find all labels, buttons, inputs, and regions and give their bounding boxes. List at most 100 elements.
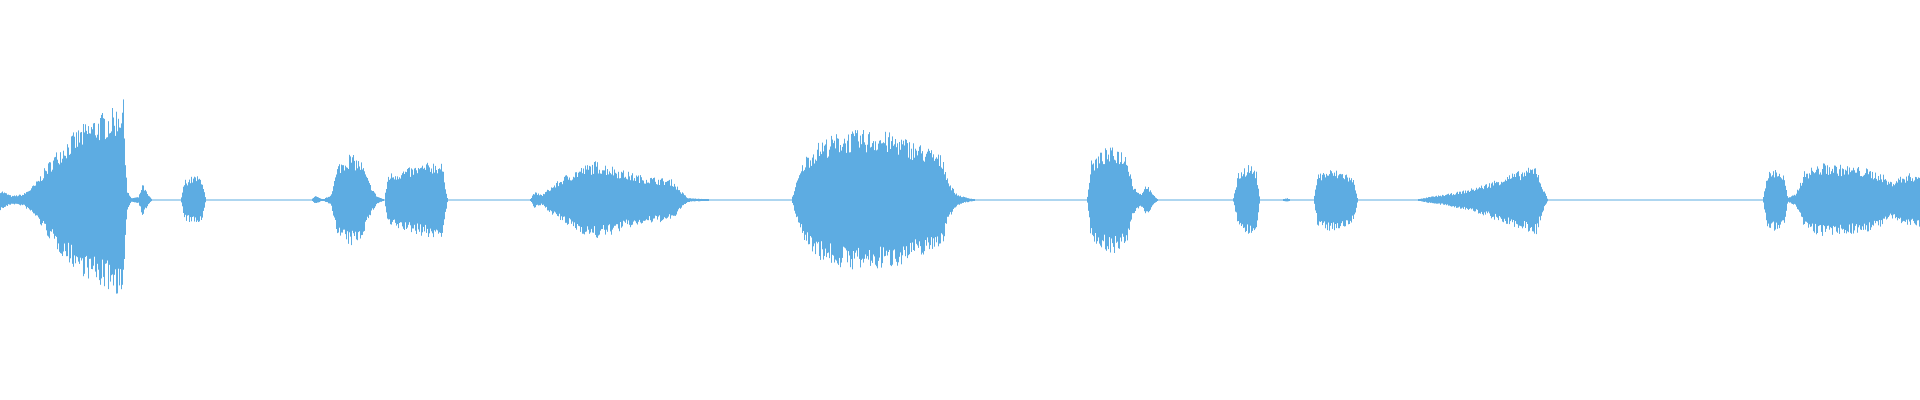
waveform-sample (1770, 173, 1771, 228)
waveform-sample (394, 179, 395, 220)
waveform-sample (1114, 159, 1115, 253)
waveform-sample (798, 178, 799, 223)
waveform-sample (1429, 197, 1430, 203)
waveform-sample (856, 133, 857, 251)
waveform-sample (962, 197, 963, 203)
waveform-sample (1484, 186, 1485, 213)
waveform-sample (829, 149, 830, 259)
waveform-sample (88, 126, 89, 279)
waveform-sample (1512, 173, 1513, 223)
waveform-sample (331, 194, 332, 206)
waveform-sample (83, 124, 84, 277)
waveform-sample (1088, 189, 1089, 211)
waveform-sample (797, 180, 798, 217)
waveform-sample (568, 179, 569, 224)
waveform-sample (606, 175, 607, 230)
waveform-sample (1453, 194, 1454, 207)
waveform-sample (972, 199, 973, 202)
waveform-sample (1906, 176, 1907, 220)
waveform-sample (639, 183, 640, 220)
waveform-sample (125, 165, 126, 235)
waveform-sample (672, 186, 673, 216)
waveform-sample (807, 157, 808, 233)
waveform-sample (638, 175, 639, 222)
waveform-sample (1096, 158, 1097, 244)
waveform-sample (572, 179, 573, 222)
waveform-sample (1235, 189, 1236, 212)
waveform-sample (815, 159, 816, 255)
waveform-sample (1472, 189, 1473, 209)
waveform-sample (4, 192, 5, 207)
waveform-sample (199, 178, 200, 222)
waveform-sample (647, 182, 648, 221)
waveform-sample (1543, 191, 1544, 211)
waveform-sample (600, 173, 601, 231)
waveform-sample (967, 198, 968, 203)
waveform-sample (870, 147, 871, 266)
waveform-sample (1426, 197, 1427, 203)
waveform-sample (31, 188, 32, 210)
waveform-sample (846, 152, 847, 251)
waveform-sample (1127, 165, 1128, 241)
waveform-sample (129, 195, 130, 206)
waveform-sample (1324, 174, 1325, 222)
waveform-sample (1849, 167, 1850, 225)
waveform-sample (1820, 172, 1821, 225)
waveform-sample (564, 176, 565, 217)
waveform-sample (1490, 187, 1491, 216)
waveform-sample (1790, 197, 1791, 203)
waveform-sample (1891, 182, 1892, 216)
waveform-sample (192, 182, 193, 217)
waveform-sample (657, 184, 658, 220)
waveform-sample (643, 180, 644, 221)
waveform-sample (429, 167, 430, 234)
waveform-sample (836, 134, 837, 261)
waveform-sample (194, 176, 195, 222)
waveform-sample (370, 185, 371, 216)
waveform-sample (1765, 188, 1766, 213)
waveform-sample (1858, 167, 1859, 228)
waveform-sample (110, 132, 111, 282)
waveform-sample (1527, 172, 1528, 224)
waveform-sample (594, 162, 595, 227)
waveform-sample (1843, 169, 1844, 229)
waveform-sample (1865, 173, 1866, 230)
waveform-sample (673, 186, 674, 216)
waveform-sample (343, 165, 344, 230)
waveform-sample (1471, 188, 1472, 210)
waveform-sample (543, 193, 544, 205)
waveform-sample (1818, 168, 1819, 227)
waveform-sample (93, 123, 94, 266)
waveform-sample (621, 171, 622, 228)
waveform-sample (1323, 173, 1324, 223)
waveform-sample (420, 168, 421, 225)
waveform-sample (1452, 195, 1453, 207)
waveform-sample (1827, 165, 1828, 226)
waveform-sample (1489, 183, 1490, 214)
waveform-sample (373, 191, 374, 210)
waveform-sample (356, 160, 357, 240)
waveform-sample (808, 157, 809, 245)
waveform-sample (376, 196, 377, 205)
waveform-sample (1462, 191, 1463, 208)
waveform-sample (852, 131, 853, 270)
waveform-sample (1473, 189, 1474, 211)
waveform-sample (1476, 187, 1477, 210)
waveform-sample (882, 143, 883, 264)
waveform-sample (1531, 170, 1532, 227)
waveform-sample (18, 195, 19, 205)
waveform-sample (1521, 174, 1522, 227)
waveform-sample (864, 142, 865, 259)
waveform-sample (48, 163, 49, 237)
waveform-sample (878, 143, 879, 261)
waveform-sample (119, 127, 120, 286)
waveform-sample (1130, 174, 1131, 222)
waveform-sample (1867, 169, 1868, 232)
waveform-sample (701, 198, 702, 201)
waveform-sample (913, 143, 914, 250)
waveform-sample (649, 183, 650, 217)
waveform-sample (121, 123, 122, 290)
waveform-sample (1136, 192, 1137, 209)
